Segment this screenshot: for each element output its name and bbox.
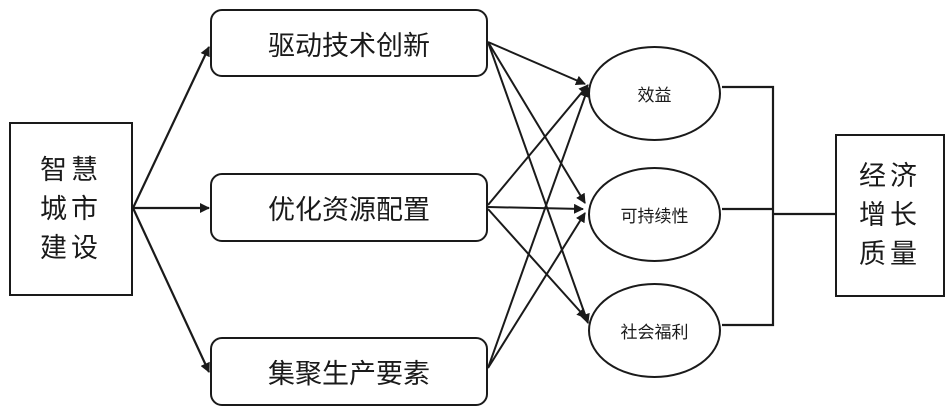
target-node-label: 经济 增长 质量: [859, 161, 921, 270]
source-node-smart-city: 智慧 城市 建设: [9, 122, 133, 296]
outcome-label-social-welfare: 社会福利: [620, 323, 689, 343]
arrow-factor-to-sustainability: [487, 212, 586, 369]
outcome-label-sustainability: 可持续性: [620, 207, 689, 227]
target-node-growth-quality: 经济 增长 质量: [835, 134, 945, 297]
outcome-node-social-welfare: 社会福利: [588, 283, 721, 378]
mechanism-label-resource-allocation: 优化资源配置: [268, 195, 430, 226]
arrow-tech-to-sustainability: [487, 41, 586, 204]
mechanism-node-tech-innovation: 驱动技术创新: [210, 9, 488, 77]
outcome-bracket: [722, 85, 775, 327]
outcome-label-benefit: 效益: [637, 86, 672, 106]
arrow-resource-to-welfare: [487, 208, 587, 319]
source-node-label: 智慧 城市 建设: [40, 154, 102, 264]
arrow-source-to-tech-innovation: [132, 46, 210, 209]
outcome-node-sustainability: 可持续性: [588, 167, 721, 262]
mechanism-label-factor-agglomeration: 集聚生产要素: [268, 359, 430, 390]
outcome-node-benefit: 效益: [588, 46, 721, 141]
arrow-tech-to-welfare: [487, 41, 590, 324]
arrow-factor-to-benefit: [487, 87, 590, 369]
arrow-resource-to-sustainability: [487, 203, 584, 214]
arrow-resource-to-benefit: [487, 84, 589, 206]
mechanism-node-resource-allocation: 优化资源配置: [210, 173, 488, 242]
arrow-source-to-factor-agglomeration: [132, 207, 210, 373]
mechanism-node-factor-agglomeration: 集聚生产要素: [210, 337, 488, 406]
arrow-tech-to-benefit: [487, 41, 586, 86]
mechanism-label-tech-innovation: 驱动技术创新: [268, 30, 430, 62]
